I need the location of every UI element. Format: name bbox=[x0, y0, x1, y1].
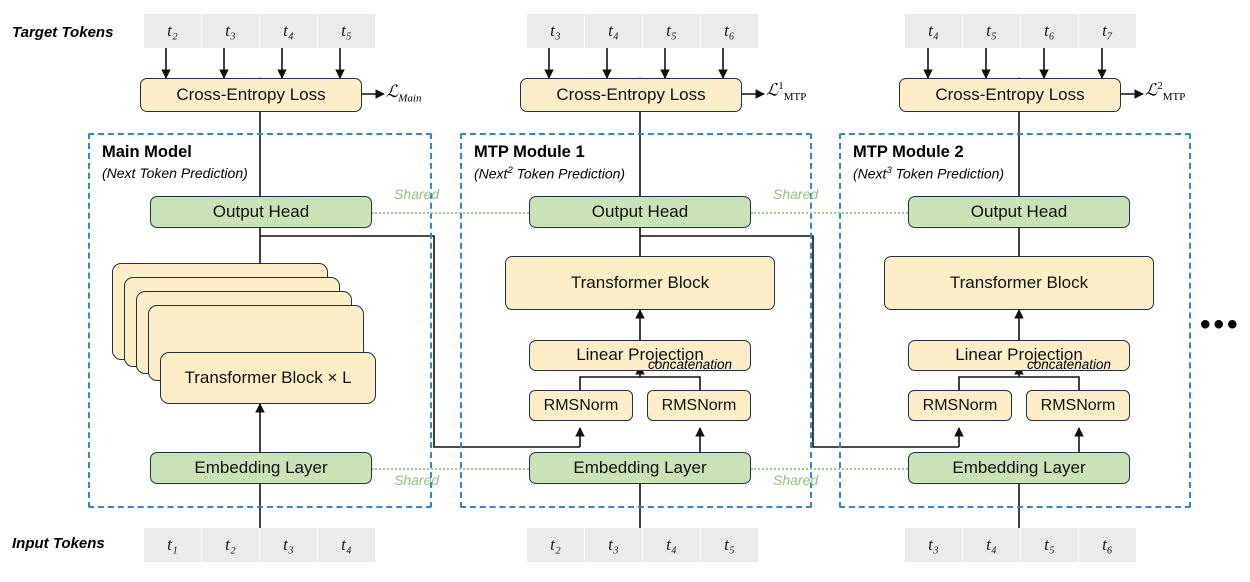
transformer-block-mtp2: Transformer Block bbox=[884, 256, 1154, 310]
group-title-mtp2: MTP Module 2 bbox=[853, 143, 964, 161]
loss-subscript: MTP bbox=[783, 91, 807, 104]
shared-line-embedding-2 bbox=[751, 468, 908, 470]
input-token: t₂ bbox=[527, 528, 584, 562]
input-token: t₄ bbox=[643, 528, 700, 562]
token-text: t₅ bbox=[724, 535, 735, 554]
token-text: t₄ bbox=[986, 535, 997, 554]
token-text: t₅ bbox=[1044, 535, 1055, 554]
rmsnorm-left-mtp1: RMSNorm bbox=[529, 390, 633, 421]
target-token: t₅ bbox=[643, 14, 700, 48]
shared-label-embedding-2: Shared bbox=[773, 472, 819, 488]
token-text: t₇ bbox=[1102, 21, 1113, 40]
cross-entropy-loss-box: Cross-Entropy Loss bbox=[899, 78, 1121, 112]
loss-symbol-main: ℒMain bbox=[386, 82, 421, 104]
token-text: t₃ bbox=[550, 21, 561, 40]
concatenation-label-mtp1: concatenation bbox=[648, 357, 733, 372]
embedding-layer-main: Embedding Layer bbox=[150, 452, 372, 484]
token-text: t₅ bbox=[666, 21, 677, 40]
loss-script-l: ℒ bbox=[766, 80, 779, 101]
target-token: t₄ bbox=[260, 14, 317, 48]
embedding-layer-mtp1: Embedding Layer bbox=[529, 452, 751, 484]
output-head-main: Output Head bbox=[150, 196, 372, 228]
output-head-mtp2: Output Head bbox=[908, 196, 1130, 228]
token-text: t₂ bbox=[225, 535, 236, 554]
group-main-model bbox=[88, 133, 432, 508]
shared-line-output-head-1 bbox=[372, 212, 529, 214]
group-title-mtp1: MTP Module 1 bbox=[474, 143, 585, 161]
token-text: t₄ bbox=[341, 535, 352, 554]
group-mtp-module-2 bbox=[839, 133, 1191, 508]
input-token: t₅ bbox=[701, 528, 758, 562]
group-subtitle-mtp2: (Next3 Token Prediction) bbox=[853, 165, 1005, 182]
loss-subscript: Main bbox=[398, 92, 422, 105]
target-token: t₇ bbox=[1079, 14, 1136, 48]
input-token: t₂ bbox=[202, 528, 259, 562]
token-text: t₃ bbox=[225, 21, 236, 40]
token-text: t₂ bbox=[550, 535, 561, 554]
target-token: t₆ bbox=[1021, 14, 1078, 48]
output-head-mtp1: Output Head bbox=[529, 196, 751, 228]
input-token: t₆ bbox=[1079, 528, 1136, 562]
group-subtitle-mtp1: (Next2 Token Prediction) bbox=[474, 165, 626, 182]
token-text: t₄ bbox=[608, 21, 619, 40]
token-text: t₅ bbox=[986, 21, 997, 40]
group-mtp-module-1 bbox=[460, 133, 812, 508]
concatenation-label-mtp2: concatenation bbox=[1027, 357, 1112, 372]
rmsnorm-right-mtp2: RMSNorm bbox=[1026, 390, 1130, 421]
input-token: t₁ bbox=[144, 528, 201, 562]
token-text: t₆ bbox=[1044, 21, 1055, 40]
transformer-block-main: Transformer Block × L bbox=[160, 352, 376, 404]
loss-symbol-mtp1: ℒ1MTP bbox=[766, 80, 806, 103]
token-text: t₃ bbox=[283, 535, 294, 554]
input-token: t₅ bbox=[1021, 528, 1078, 562]
loss-script-l: ℒ bbox=[386, 82, 399, 102]
shared-line-embedding-1 bbox=[372, 468, 529, 470]
target-token: t₃ bbox=[202, 14, 259, 48]
token-text: t₆ bbox=[724, 21, 735, 40]
target-token: t₃ bbox=[527, 14, 584, 48]
linear-projection-mtp1: Linear Projection bbox=[529, 340, 751, 371]
rmsnorm-right-mtp1: RMSNorm bbox=[647, 390, 751, 421]
continuation-ellipsis: ••• bbox=[1200, 308, 1241, 341]
loss-symbol-mtp2: ℒ2MTP bbox=[1145, 80, 1185, 103]
group-subtitle-main: (Next Token Prediction) bbox=[102, 165, 248, 181]
token-text: t₆ bbox=[1102, 535, 1113, 554]
input-token: t₃ bbox=[585, 528, 642, 562]
target-token: t₄ bbox=[905, 14, 962, 48]
target-token: t₅ bbox=[318, 14, 375, 48]
token-text: t₁ bbox=[167, 535, 178, 554]
shared-label-output-head-2: Shared bbox=[773, 186, 819, 202]
input-tokens-label: Input Tokens bbox=[12, 535, 105, 552]
input-token: t₃ bbox=[260, 528, 317, 562]
shared-label-output-head-1: Shared bbox=[394, 186, 440, 202]
token-text: t₄ bbox=[928, 21, 939, 40]
target-token: t₄ bbox=[585, 14, 642, 48]
token-text: t₄ bbox=[666, 535, 677, 554]
rmsnorm-left-mtp2: RMSNorm bbox=[908, 390, 1012, 421]
target-token: t₂ bbox=[144, 14, 201, 48]
linear-projection-mtp2: Linear Projection bbox=[908, 340, 1130, 371]
input-token: t₄ bbox=[963, 528, 1020, 562]
loss-superscript: 2 bbox=[1157, 80, 1163, 92]
loss-script-l: ℒ bbox=[1145, 80, 1158, 101]
group-title-main: Main Model bbox=[102, 143, 192, 161]
token-text: t₅ bbox=[341, 21, 352, 40]
input-token: t₄ bbox=[318, 528, 375, 562]
token-text: t₃ bbox=[608, 535, 619, 554]
token-text: t₂ bbox=[167, 21, 178, 40]
shared-label-embedding-1: Shared bbox=[394, 472, 440, 488]
loss-subscript: MTP bbox=[1162, 91, 1186, 104]
cross-entropy-loss-box: Cross-Entropy Loss bbox=[140, 78, 362, 112]
embedding-layer-mtp2: Embedding Layer bbox=[908, 452, 1130, 484]
target-token: t₆ bbox=[701, 14, 758, 48]
target-tokens-label: Target Tokens bbox=[12, 24, 114, 41]
token-text: t₄ bbox=[283, 21, 294, 40]
token-text: t₃ bbox=[928, 535, 939, 554]
transformer-block-mtp1: Transformer Block bbox=[505, 256, 775, 310]
input-token: t₃ bbox=[905, 528, 962, 562]
loss-superscript: 1 bbox=[778, 80, 784, 92]
target-token: t₅ bbox=[963, 14, 1020, 48]
shared-line-output-head-2 bbox=[751, 212, 908, 214]
cross-entropy-loss-box: Cross-Entropy Loss bbox=[520, 78, 742, 112]
